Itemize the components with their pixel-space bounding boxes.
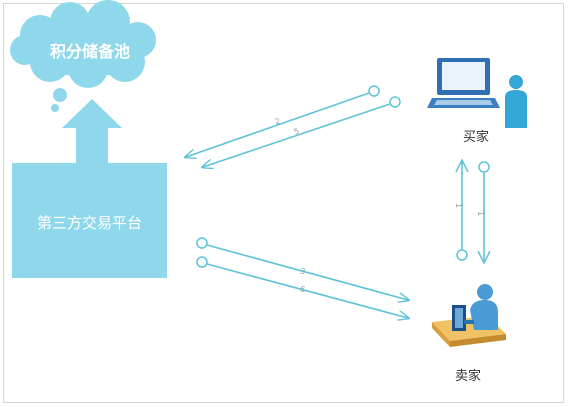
arrow-label: 1	[454, 202, 464, 209]
cloud-icon	[10, 0, 156, 112]
up-arrow	[62, 99, 122, 163]
seller-desk-icon	[432, 284, 506, 347]
buyer-to-platform-arrows	[186, 85, 401, 167]
platform-box	[12, 163, 167, 278]
buyer-seller-arrows	[455, 158, 491, 265]
arrow-label: 1	[476, 210, 486, 217]
platform-to-seller-arrows	[196, 237, 408, 318]
platform-label: 第三方交易平台	[36, 214, 142, 232]
seller-label: 卖家	[454, 369, 481, 384]
computer-user-icon	[427, 58, 527, 128]
cloud-label: 积分储备池	[49, 42, 130, 61]
diagram-frame	[3, 3, 564, 403]
buyer-label: 买家	[462, 130, 489, 145]
